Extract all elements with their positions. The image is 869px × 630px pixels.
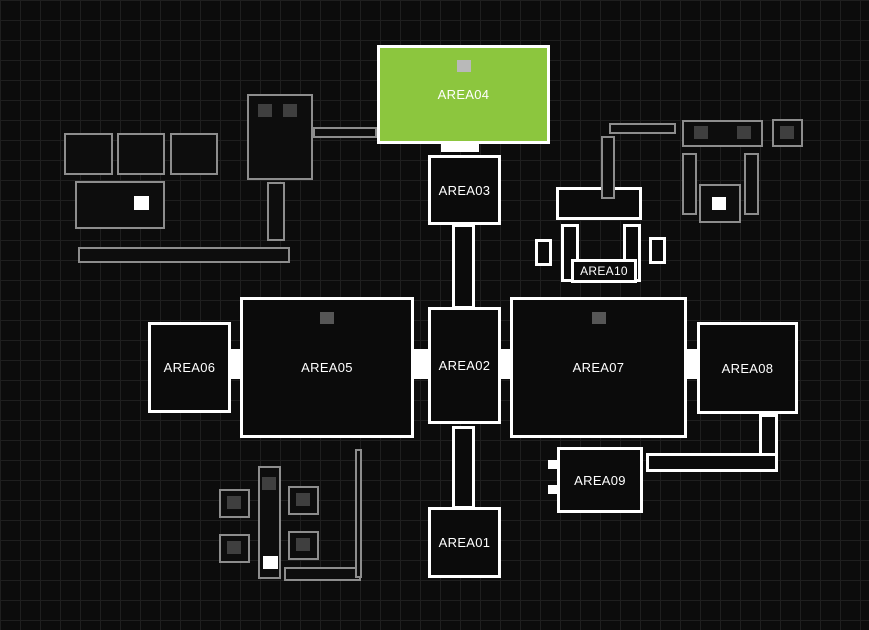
prop-bottomleft-bar (284, 567, 361, 581)
prop-bottomleft-seat-3-slot (296, 493, 310, 506)
prop-topright-station-marker (712, 197, 726, 210)
prop-topleft-desk (75, 181, 165, 229)
prop-bottomleft-seat-3 (288, 486, 319, 515)
prop-cabinet (247, 94, 313, 180)
room-area05[interactable]: AREA05 (240, 297, 414, 438)
prop-topright-shelf-slot-1 (694, 126, 708, 139)
room-area06[interactable]: AREA06 (148, 322, 231, 413)
prop-topright-shelf-slot-2 (737, 126, 751, 139)
corridor-area09-right (646, 453, 778, 472)
room-area01[interactable]: AREA01 (428, 507, 501, 578)
prop-bottomleft-seat-4-slot (296, 538, 310, 551)
prop-bottomleft-seat-2-slot (227, 541, 241, 554)
area10-top-table (556, 187, 642, 220)
area10-left-seat (535, 239, 552, 266)
area10-right-seat (649, 237, 666, 264)
room-area02[interactable]: AREA02 (428, 307, 501, 424)
prop-topleft-strip (267, 182, 285, 241)
doorway-area04-area03 (441, 143, 479, 152)
room-area04[interactable]: AREA04 (377, 45, 550, 144)
prop-topright-bar (609, 123, 676, 134)
prop-cabinet-slot-1 (258, 104, 272, 117)
prop-topright-strip-3 (744, 153, 759, 215)
prop-topleft-desk-marker (134, 196, 149, 210)
room-label-area09: AREA09 (574, 472, 626, 488)
room-label-area06: AREA06 (163, 360, 216, 375)
prop-cabinet-slot-2 (283, 104, 297, 117)
room-label-area07: AREA07 (572, 360, 625, 375)
doorway-area02-area07 (498, 349, 512, 379)
doorway-area07-area08 (684, 349, 699, 379)
room-label-area03: AREA03 (438, 182, 491, 198)
prop-topleft-table-1 (64, 133, 113, 175)
prop-topright-box (772, 119, 803, 147)
prop-bottomleft-strip-marker (263, 556, 278, 569)
prop-topright-strip-1 (601, 136, 615, 199)
room-label-area08: AREA08 (721, 360, 774, 376)
prop-topleft-counter (78, 247, 290, 263)
room-area09[interactable]: AREA09 (557, 447, 643, 513)
room-label-area01: AREA01 (438, 535, 491, 550)
room-label-area02: AREA02 (438, 358, 491, 373)
prop-bottomleft-seat-1-slot (227, 496, 241, 509)
camera-indicator-icon (591, 312, 606, 324)
prop-bottomleft-strip (258, 466, 281, 579)
prop-cabinet-connector (313, 127, 377, 138)
camera-indicator-icon (320, 312, 334, 324)
camera-indicator-icon (456, 60, 471, 72)
room-label-area05: AREA05 (301, 360, 353, 375)
corridor-area03-area02 (452, 224, 475, 309)
prop-topleft-table-2 (117, 133, 165, 175)
doorway-area09-left-top (548, 460, 559, 469)
room-area07[interactable]: AREA07 (510, 297, 687, 438)
room-area10[interactable]: AREA10 (571, 259, 637, 283)
room-label-area10: AREA10 (580, 264, 628, 278)
prop-bottomleft-wall (355, 449, 362, 578)
prop-topright-strip-2 (682, 153, 697, 215)
corridor-area02-area01 (452, 426, 475, 509)
room-area03[interactable]: AREA03 (428, 155, 501, 225)
prop-topright-box-slot (780, 126, 794, 139)
room-area08[interactable]: AREA08 (697, 322, 798, 414)
doorway-area05-area02 (411, 349, 430, 379)
prop-topleft-table-3 (170, 133, 218, 175)
room-label-area04: AREA04 (437, 87, 490, 102)
prop-bottomleft-strip-slot (262, 477, 276, 490)
doorway-area09-left-bottom (548, 485, 559, 494)
